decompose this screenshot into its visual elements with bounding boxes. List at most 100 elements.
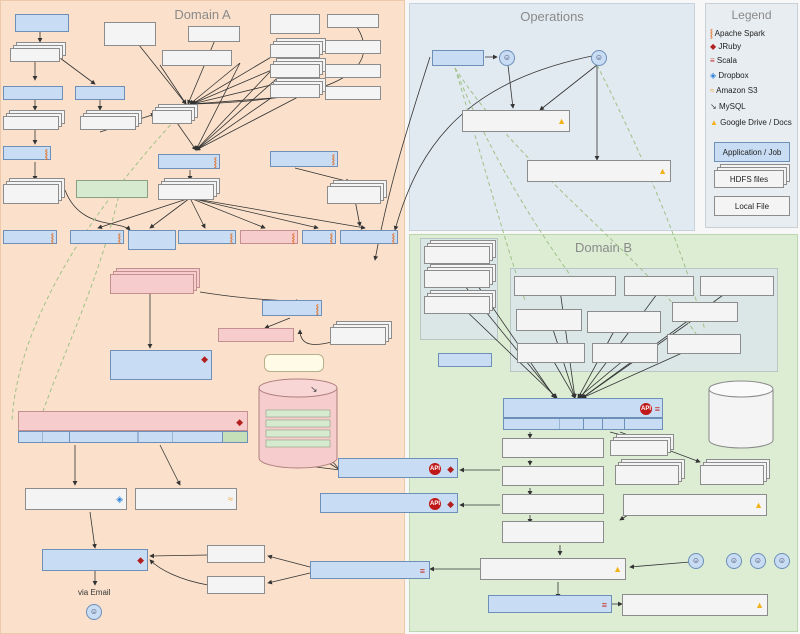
domain-b-small-app[interactable] [438,353,492,367]
google-drive-icon: ▲ [613,564,622,574]
domain-a-hdfs-10[interactable] [327,186,381,204]
operations-app[interactable] [432,50,484,66]
email-recipient-smiley: ☺ [86,604,102,620]
operations-gdrive-doc-1[interactable]: ▲ [462,110,570,132]
legend-gdrive: ▲ Google Drive / Docs [710,118,792,127]
spark-icon: ⸾ [229,233,233,243]
legend-panel: Legend ⸾ Apache Spark ◆ JRuby ≡ Scala ◈ … [705,3,798,228]
domain-a-pink-box[interactable] [218,328,294,342]
domain-b-hdfs-3[interactable] [424,296,490,314]
domain-a-email-app[interactable]: ◆ [42,549,148,571]
operations-gdrive-doc-2[interactable]: ▲ [527,160,671,182]
domain-b-local-10[interactable] [502,438,604,458]
domain-a-local-file-8[interactable] [325,86,381,100]
domain-a-api-app-2[interactable]: API ◆ [320,493,458,513]
domain-b-gdrive-doc-3[interactable]: ▲ [622,594,768,616]
domain-a-spark-job-1[interactable]: ⸾ [3,146,51,160]
domain-a-spark-job-2[interactable]: ⸾ [158,154,220,169]
spark-icon: ⸾ [44,149,48,159]
api-icon: API [640,403,652,415]
domain-a-row-job-7[interactable]: ⸾ [340,230,398,244]
domain-a-yellow-node[interactable] [264,354,324,372]
mysql-database[interactable]: ↘ [258,378,338,470]
domain-a-row-job-5[interactable]: ⸾ [240,230,298,244]
google-drive-icon: ▲ [658,166,667,176]
domain-a-local-file-6[interactable] [325,40,381,54]
domain-a-local-file-10[interactable] [207,576,265,594]
domain-a-spark-job-3[interactable]: ⸾ [270,151,338,167]
domain-b-local-12[interactable] [502,494,604,514]
domain-a-local-file-9[interactable] [207,545,265,563]
domain-a-row-job-1[interactable]: ⸾ [3,230,57,244]
domain-a-scala-app[interactable]: ≡ [310,561,430,579]
domain-b-local-9[interactable] [667,334,741,354]
domain-b-hdfs-2[interactable] [424,270,490,288]
domain-a-hdfs-3[interactable] [270,64,320,78]
domain-a-local-file-7[interactable] [325,64,381,78]
domain-b-local-7[interactable] [517,343,585,363]
domain-b-hdfs-4[interactable] [610,440,668,456]
domain-b-main-api-app[interactable]: API ≡ [503,398,663,418]
domain-a-hdfs-8[interactable] [3,184,59,204]
domain-a-local-file-3[interactable] [270,14,320,34]
domain-a-local-file-2[interactable] [188,26,240,42]
domain-a-app-2[interactable] [3,86,63,100]
domain-a-jruby-app-1[interactable]: ◆ [110,350,212,380]
domain-a-row-job-2[interactable]: ⸾ [70,230,124,244]
domain-a-hdfs-5[interactable] [3,116,59,130]
domain-a-hdfs-11[interactable] [330,327,386,345]
domain-a-s3-file[interactable]: ≈ [135,488,237,510]
jruby-icon: ◆ [201,354,208,364]
scala-icon: ≡ [419,566,425,576]
domain-b-gdrive-doc-2[interactable]: ▲ [480,558,626,580]
domain-a-local-file-1[interactable] [104,22,156,46]
domain-a-hdfs-6[interactable] [80,116,136,130]
domain-b-scala-app[interactable]: ≡ [488,595,612,613]
domain-b-main-api-row[interactable] [503,418,663,430]
domain-a-hdfs-4[interactable] [270,84,320,98]
domain-a-dropbox-file[interactable]: ◈ [25,488,127,510]
domain-b-local-8[interactable] [592,343,658,363]
domain-b-local-3[interactable] [700,276,774,296]
domain-b-local-13[interactable] [502,521,604,543]
operations-user-smiley-1: ☺ [499,50,515,66]
domain-a-wide-table-row[interactable] [18,431,248,443]
domain-a-row-job-3[interactable] [128,230,176,250]
domain-a-local-file-4[interactable] [327,14,379,28]
legend-local-box: Local File [714,196,790,216]
domain-a-api-app-1[interactable]: API ◆ [338,458,458,478]
domain-a-row-job-4[interactable]: ⸾ [178,230,236,244]
domain-b-local-4[interactable] [516,309,582,331]
domain-a-hdfs-7[interactable] [152,110,192,124]
spark-icon: ⸾ [117,233,121,243]
legend-s3: ≈ Amazon S3 [710,86,758,95]
domain-b-local-2[interactable] [624,276,694,296]
domain-a-spark-job-4[interactable]: ⸾ [262,300,322,316]
domain-b-local-1[interactable] [514,276,616,296]
spark-icon: ⸾ [331,154,335,164]
domain-b-hdfs-5[interactable] [615,465,679,485]
legend-scala: ≡ Scala [710,56,737,65]
domain-a-app-3[interactable] [75,86,125,100]
mysql-icon: ↘ [710,102,717,111]
domain-a-hdfs-1[interactable] [10,48,60,62]
domain-b-local-11[interactable] [502,466,604,486]
domain-a-wide-pink-table[interactable]: ◆ [18,411,248,431]
jruby-icon: ◆ [710,42,717,51]
scala-icon: ≡ [601,600,607,610]
domain-b-local-5[interactable] [587,311,661,333]
domain-a-row-job-6[interactable]: ⸾ [302,230,336,244]
legend-spark: ⸾ Apache Spark [710,29,765,38]
domain-a-hdfs-2[interactable] [270,44,320,58]
domain-b-database[interactable] [708,380,774,450]
domain-b-hdfs-1[interactable] [424,246,490,264]
spark-icon: ⸾ [391,233,395,243]
domain-a-hdfs-9[interactable] [158,184,214,200]
domain-b-hdfs-6[interactable] [700,465,764,485]
domain-a-local-file-5[interactable] [162,50,232,66]
domain-a-green-node[interactable] [76,180,148,198]
domain-a-source-app[interactable] [15,14,69,32]
domain-b-local-6[interactable] [672,302,738,322]
domain-a-pink-stack[interactable] [110,274,194,294]
domain-b-gdrive-doc-1[interactable]: ▲ [623,494,767,516]
